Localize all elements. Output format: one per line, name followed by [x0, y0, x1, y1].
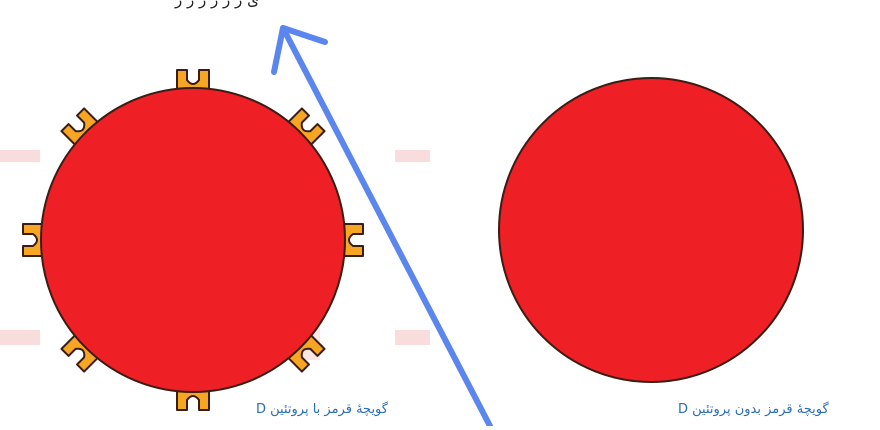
- red-blood-cell-right: [499, 78, 803, 382]
- caption-with-protein: گویچهٔ قرمز با پروتئین D: [256, 402, 388, 417]
- caption-without-protein: گویچهٔ قرمز بدون پروتئین D: [678, 402, 829, 417]
- red-blood-cell-left: [41, 88, 345, 392]
- top-partial-text: ی ر ر ر ر ر ر: [175, 0, 259, 9]
